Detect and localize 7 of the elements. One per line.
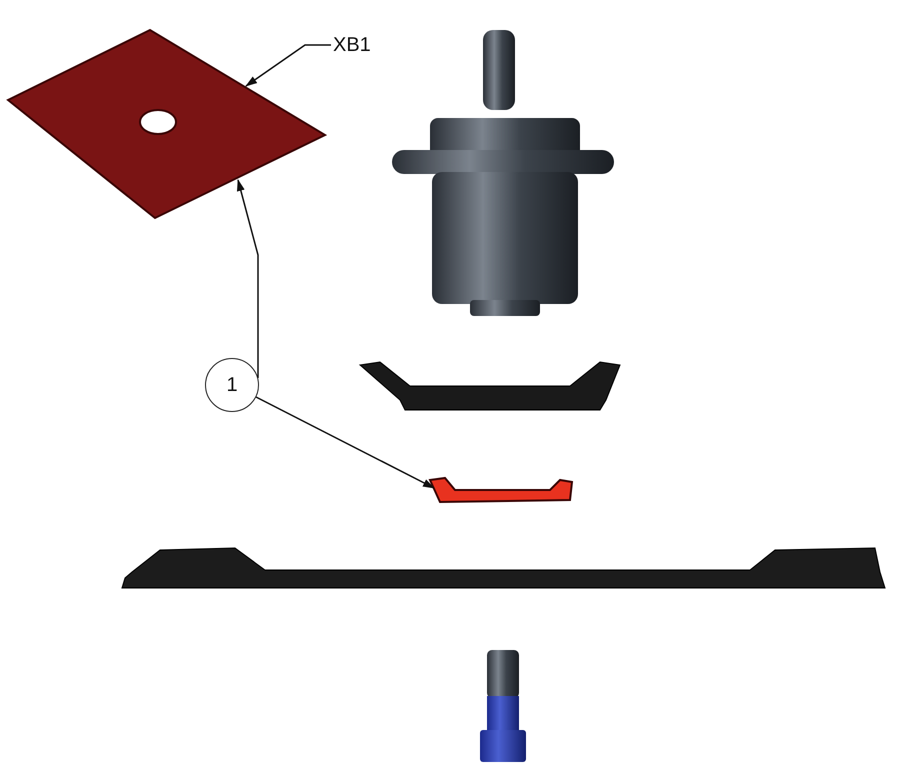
leader-line [245, 44, 331, 87]
plate-drawing [7, 29, 326, 219]
leader-line [236, 179, 259, 378]
callout-number: 1 [205, 358, 259, 412]
part-label: XB1 [333, 35, 371, 55]
leader-line [256, 396, 435, 489]
clip-drawing [428, 476, 574, 503]
